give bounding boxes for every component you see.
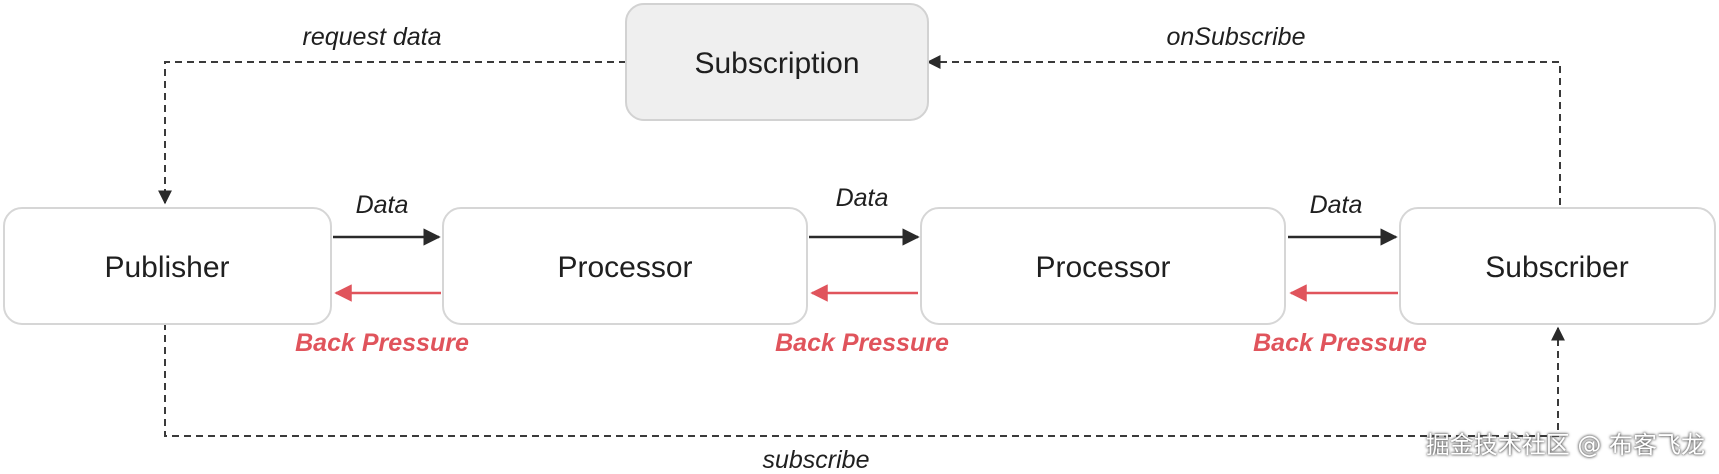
processor-label-2: Processor bbox=[1035, 251, 1170, 284]
data-label-1: Data bbox=[356, 191, 409, 219]
request-data-line bbox=[158, 61, 626, 205]
processor-label-1: Processor bbox=[557, 251, 692, 284]
subscription-node: Subscription bbox=[625, 3, 929, 121]
data-label-3: Data bbox=[1310, 191, 1363, 219]
request-data-label: request data bbox=[303, 23, 442, 51]
back-pressure-label-2: Back Pressure bbox=[775, 329, 949, 357]
on-subscribe-label: onSubscribe bbox=[1167, 23, 1306, 51]
on-subscribe-line bbox=[926, 55, 1561, 205]
data-label-2: Data bbox=[836, 184, 889, 212]
back-pressure-label-3: Back Pressure bbox=[1253, 329, 1427, 357]
back-pressure-label-1: Back Pressure bbox=[295, 329, 469, 357]
publisher-label: Publisher bbox=[104, 251, 229, 284]
subscribe-line bbox=[164, 323, 1565, 437]
processor-node-2: Processor bbox=[920, 207, 1286, 325]
subscriber-node: Subscriber bbox=[1399, 207, 1716, 325]
processor-node-1: Processor bbox=[442, 207, 808, 325]
subscribe-label: subscribe bbox=[763, 446, 870, 474]
watermark: 掘金技术社区 @ 布客飞龙 bbox=[1425, 431, 1705, 459]
subscription-label: Subscription bbox=[694, 47, 859, 80]
publisher-node: Publisher bbox=[3, 207, 332, 325]
subscriber-label: Subscriber bbox=[1485, 251, 1628, 284]
